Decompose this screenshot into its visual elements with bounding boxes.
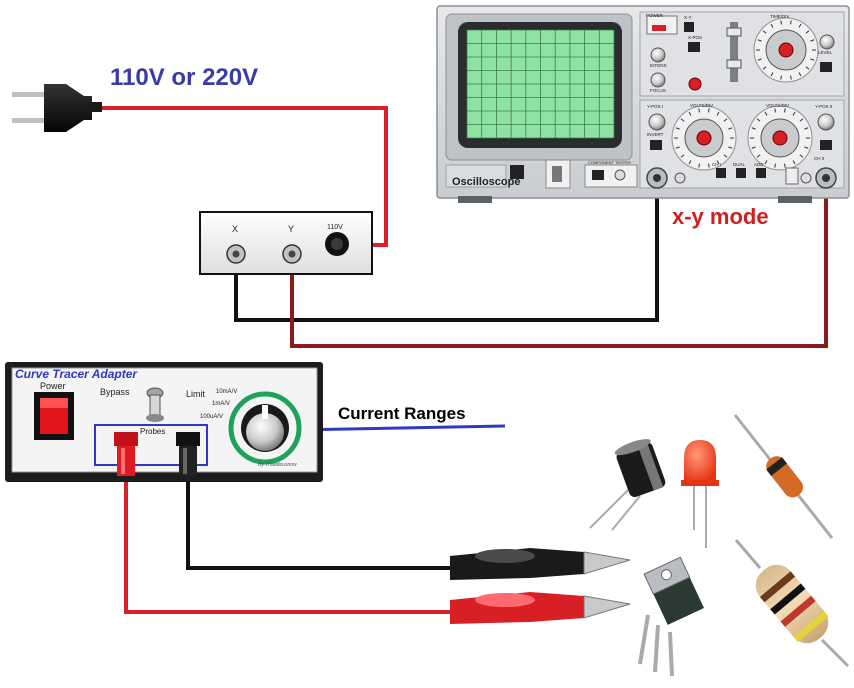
- power-voltage-label: 110V or 220V: [110, 64, 259, 91]
- diode-icon: [733, 414, 834, 539]
- invert-label: INVERT: [647, 132, 664, 137]
- 110v-socket-label: 110V: [327, 224, 343, 231]
- 110v-socket-icon: [325, 232, 349, 256]
- range-100ua-label: 100uA/V: [200, 414, 224, 420]
- volts-div-label-ch2: VOLTS/DIV: [766, 103, 790, 108]
- adapter-power-switch: [34, 392, 74, 440]
- x-channel-wire: [234, 182, 659, 322]
- black-probe-wire: [186, 480, 460, 570]
- y-bnc-connector-icon: [282, 244, 302, 264]
- focus-label: FOCUS: [650, 88, 666, 93]
- oscilloscope-nameplate: Oscilloscope: [452, 176, 521, 188]
- time-div-dial: [753, 17, 819, 83]
- electrolytic-capacitor-icon: [589, 439, 666, 531]
- ch1-label: CH I: [712, 162, 721, 167]
- red-led-icon: [681, 440, 719, 548]
- ch1-bnc-connector-icon: [646, 167, 668, 189]
- ch2-label: CH II: [814, 156, 825, 161]
- adapter-title: Curve Tracer Adapter: [15, 367, 138, 381]
- y-pos1-label: Y-POS I: [647, 104, 664, 109]
- x-bnc-connector-icon: [226, 244, 246, 264]
- black-binding-post-icon: [176, 432, 200, 476]
- current-ranges-pointer: [293, 424, 506, 432]
- red-binding-post-icon: [114, 432, 138, 476]
- oscilloscope: [436, 5, 850, 203]
- bypass-toggle-switch: [146, 387, 164, 422]
- y-channel-wire: [290, 182, 828, 348]
- volts-div-dial-ch2: [747, 105, 813, 171]
- current-ranges-label: Current Ranges: [338, 404, 466, 423]
- oscilloscope-screen: [466, 29, 615, 139]
- adapter-signature: By Thaddeusnow: [258, 462, 297, 468]
- curve-tracer-adapter: [5, 362, 323, 482]
- y-pos2-label: Y-POS II: [815, 104, 833, 109]
- y-connector-label: Y: [288, 224, 295, 234]
- intens-label: INTENS: [650, 63, 667, 68]
- xy-mode-label: x-y mode: [672, 204, 769, 229]
- xy-interface-box: [199, 211, 373, 275]
- add-label: ADD: [754, 162, 764, 167]
- time-div-label: TIME/DIV: [770, 14, 790, 19]
- probes-label: Probes: [140, 427, 166, 436]
- x-connector-label: X: [232, 224, 239, 234]
- limit-label: Limit: [186, 389, 206, 399]
- current-limit-knob: [228, 391, 302, 465]
- range-1ma-label: 1mA/V: [212, 401, 231, 407]
- red-probe-wire: [124, 480, 470, 614]
- resistor-icon: [734, 539, 850, 668]
- component-tester-label: COMPONENT TESTER: [588, 160, 631, 165]
- volts-div-dial-ch1: [671, 105, 737, 171]
- bypass-label: Bypass: [100, 387, 130, 397]
- power-plug-icon: [12, 84, 102, 132]
- dual-label: DUAL: [733, 162, 746, 167]
- ch2-bnc-connector-icon: [815, 167, 837, 189]
- red-alligator-clip-icon: [450, 592, 631, 624]
- transistor-to220-icon: [638, 556, 705, 677]
- xy-button-label: X-Y: [684, 15, 692, 20]
- power-switch-label: POWER: [646, 13, 664, 18]
- x-pos-label: X-POS: [688, 35, 703, 40]
- range-10ma-label: 10mA/V: [216, 389, 238, 395]
- level-label: LEVEL: [818, 50, 833, 55]
- black-alligator-clip-icon: [450, 548, 631, 580]
- volts-div-label-ch1: VOLTS/DIV: [690, 103, 714, 108]
- adapter-power-label: Power: [40, 381, 66, 391]
